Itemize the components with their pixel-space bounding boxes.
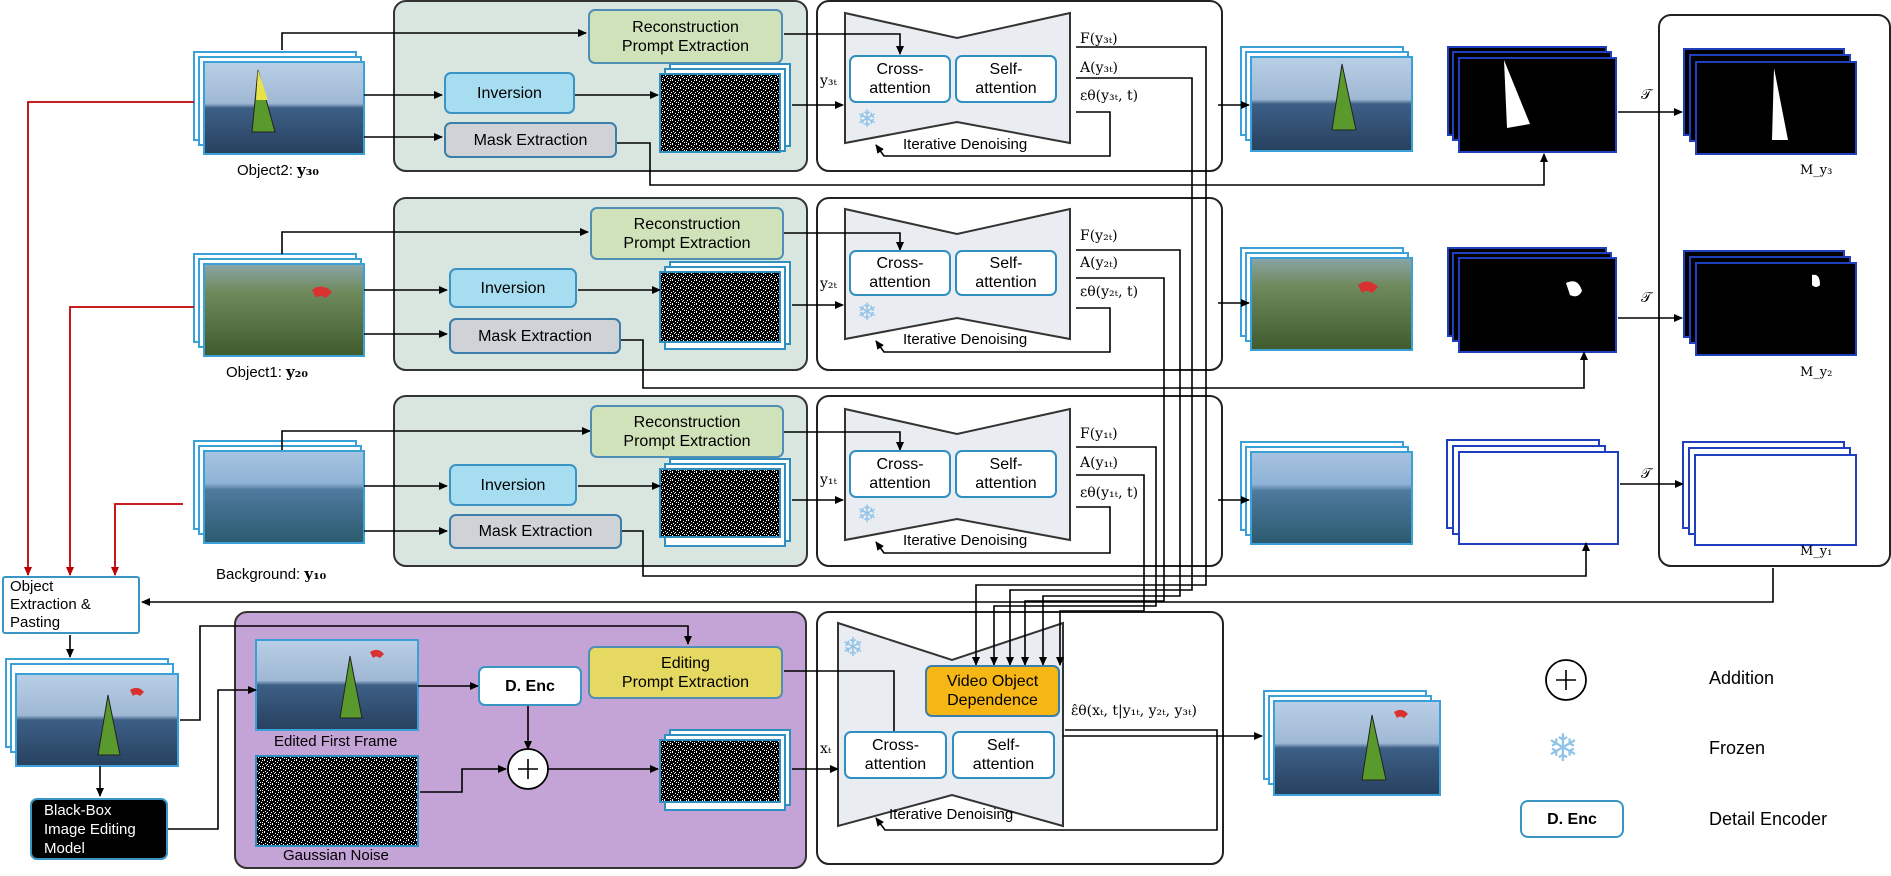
edit-cross-attention-box: Cross- attention [844, 731, 947, 779]
row1-iterative-denoising-label: Iterative Denoising [903, 532, 1028, 549]
row1-transform-symbol: 𝒯 [1641, 466, 1652, 482]
composited-frame-stack [5, 658, 179, 767]
legend-snowflake-icon: ❄ [1547, 728, 1579, 770]
row1-output-A: A(y₁ₜ) [1080, 455, 1119, 471]
row2-transform-symbol: 𝒯 [1641, 290, 1652, 306]
edit-noise-stack [659, 729, 791, 811]
edit-latent-label: xₜ [820, 741, 832, 757]
row3-iterative-denoising-label: Iterative Denoising [903, 136, 1028, 153]
legend-addition-label: Addition [1709, 668, 1775, 688]
row3-mask-extraction-box: Mask Extraction [444, 122, 617, 158]
row2-cross-attention-box: Cross- attention [849, 250, 951, 296]
object1-input-stack [193, 253, 365, 357]
legend-addition-icon [1556, 670, 1576, 690]
row2-output-eps: εθ(y₂ₜ, t) [1080, 284, 1139, 300]
row1-mask-label: M_y₁ [1800, 544, 1833, 559]
row1-mask-extraction-box: Mask Extraction [449, 514, 622, 549]
edit-iterative-denoising-label: Iterative Denoising [889, 806, 1014, 823]
object-extraction-box: Object Extraction & Pasting [2, 576, 140, 634]
row-to-vod-arrows [972, 46, 1207, 666]
edit-output-eps-hat: ε̂θ(xₜ, t|y₁ₜ, y₂ₜ, y₃ₜ) [1071, 703, 1197, 719]
final-output-stack [1263, 690, 1441, 796]
editing-prompt-box: Editing Prompt Extraction [588, 646, 783, 699]
object1-mask-stack [1447, 247, 1617, 353]
background-mask-stack [1446, 439, 1619, 545]
row2-output-F: F(y₂ₜ) [1080, 228, 1118, 244]
row2-input-label: Object1: y₂₀ [226, 363, 308, 381]
row3-input-label: Object2: y₃₀ [237, 161, 319, 179]
red-arrows [24, 101, 194, 576]
object1-output-stack [1240, 247, 1413, 351]
row3-mask-label: M_y₃ [1800, 163, 1833, 178]
row3-transform-symbol: 𝒯 [1641, 87, 1652, 103]
row2-reconstruction-prompt-box: Reconstruction Prompt Extraction [590, 207, 784, 260]
row1-self-attention-box: Self- attention [955, 450, 1057, 498]
row3-output-eps: εθ(y₃ₜ, t) [1080, 88, 1139, 104]
row3-noise-stack [659, 63, 791, 153]
row2-latent-label: y₂ₜ [820, 276, 837, 292]
row1-output-eps: εθ(y₁ₜ, t) [1080, 485, 1139, 501]
denoise-loops [875, 111, 1218, 831]
legend-d-enc-box: D. Enc [1520, 800, 1624, 838]
row2-mask-extraction-box: Mask Extraction [449, 318, 621, 354]
row1-latent-label: y₁ₜ [820, 472, 837, 488]
row3-self-attention-box: Self- attention [955, 55, 1057, 103]
row3-reconstruction-prompt-box: Reconstruction Prompt Extraction [588, 9, 783, 64]
snowflake-icon: ❄ [857, 106, 878, 133]
row1-noise-stack [659, 458, 791, 547]
row2-noise-stack [659, 261, 791, 350]
row1-reconstruction-prompt-box: Reconstruction Prompt Extraction [590, 405, 784, 458]
object2-input-stack [193, 51, 365, 155]
addition-plus-icon [518, 759, 538, 779]
video-object-dependence-box: Video Object Dependence [925, 665, 1060, 717]
edited-first-frame-label: Edited First Frame [274, 733, 398, 750]
row3-inversion-box: Inversion [444, 72, 575, 114]
row1-input-label: Background: y₁₀ [216, 565, 327, 583]
edited-first-frame-image [255, 639, 419, 731]
object1-mask-transformed-stack [1683, 250, 1857, 356]
snowflake-icon: ❄ [857, 501, 878, 528]
object2-output-stack [1240, 46, 1413, 152]
legend-detail-encoder-label: Detail Encoder [1709, 809, 1828, 829]
row-arrows [281, 29, 1684, 577]
black-box-editing-model: Black-Box Image Editing Model [30, 798, 168, 860]
row1-output-F: F(y₁ₜ) [1080, 426, 1118, 442]
row3-cross-attention-box: Cross- attention [849, 55, 951, 103]
snowflake-icon: ❄ [857, 299, 878, 326]
bottom-arrows [66, 568, 1774, 830]
object2-mask-transformed-stack [1683, 48, 1857, 155]
row2-self-attention-box: Self- attention [955, 250, 1057, 296]
row3-output-F: F(y₃ₜ) [1080, 31, 1118, 47]
legend-frozen-label: Frozen [1709, 738, 1766, 758]
snowflake-icon: ❄ [842, 632, 864, 662]
row1-inversion-box: Inversion [449, 464, 577, 506]
gaussian-noise-image [255, 755, 419, 847]
background-output-stack [1240, 441, 1413, 545]
row2-mask-label: M_y₂ [1800, 365, 1833, 380]
detail-encoder-box: D. Enc [478, 666, 582, 706]
background-mask-transformed-stack [1682, 441, 1857, 546]
edit-self-attention-box: Self- attention [952, 731, 1055, 779]
row3-latent-label: y₃ₜ [820, 73, 837, 89]
row1-cross-attention-box: Cross- attention [849, 450, 951, 498]
object2-mask-stack [1447, 46, 1617, 153]
background-input-stack [193, 440, 365, 544]
row3-output-A: A(y₃ₜ) [1080, 60, 1119, 76]
row2-inversion-box: Inversion [449, 268, 577, 308]
gaussian-noise-label: Gaussian Noise [283, 847, 389, 864]
row2-output-A: A(y₂ₜ) [1080, 255, 1119, 271]
row2-iterative-denoising-label: Iterative Denoising [903, 331, 1028, 348]
